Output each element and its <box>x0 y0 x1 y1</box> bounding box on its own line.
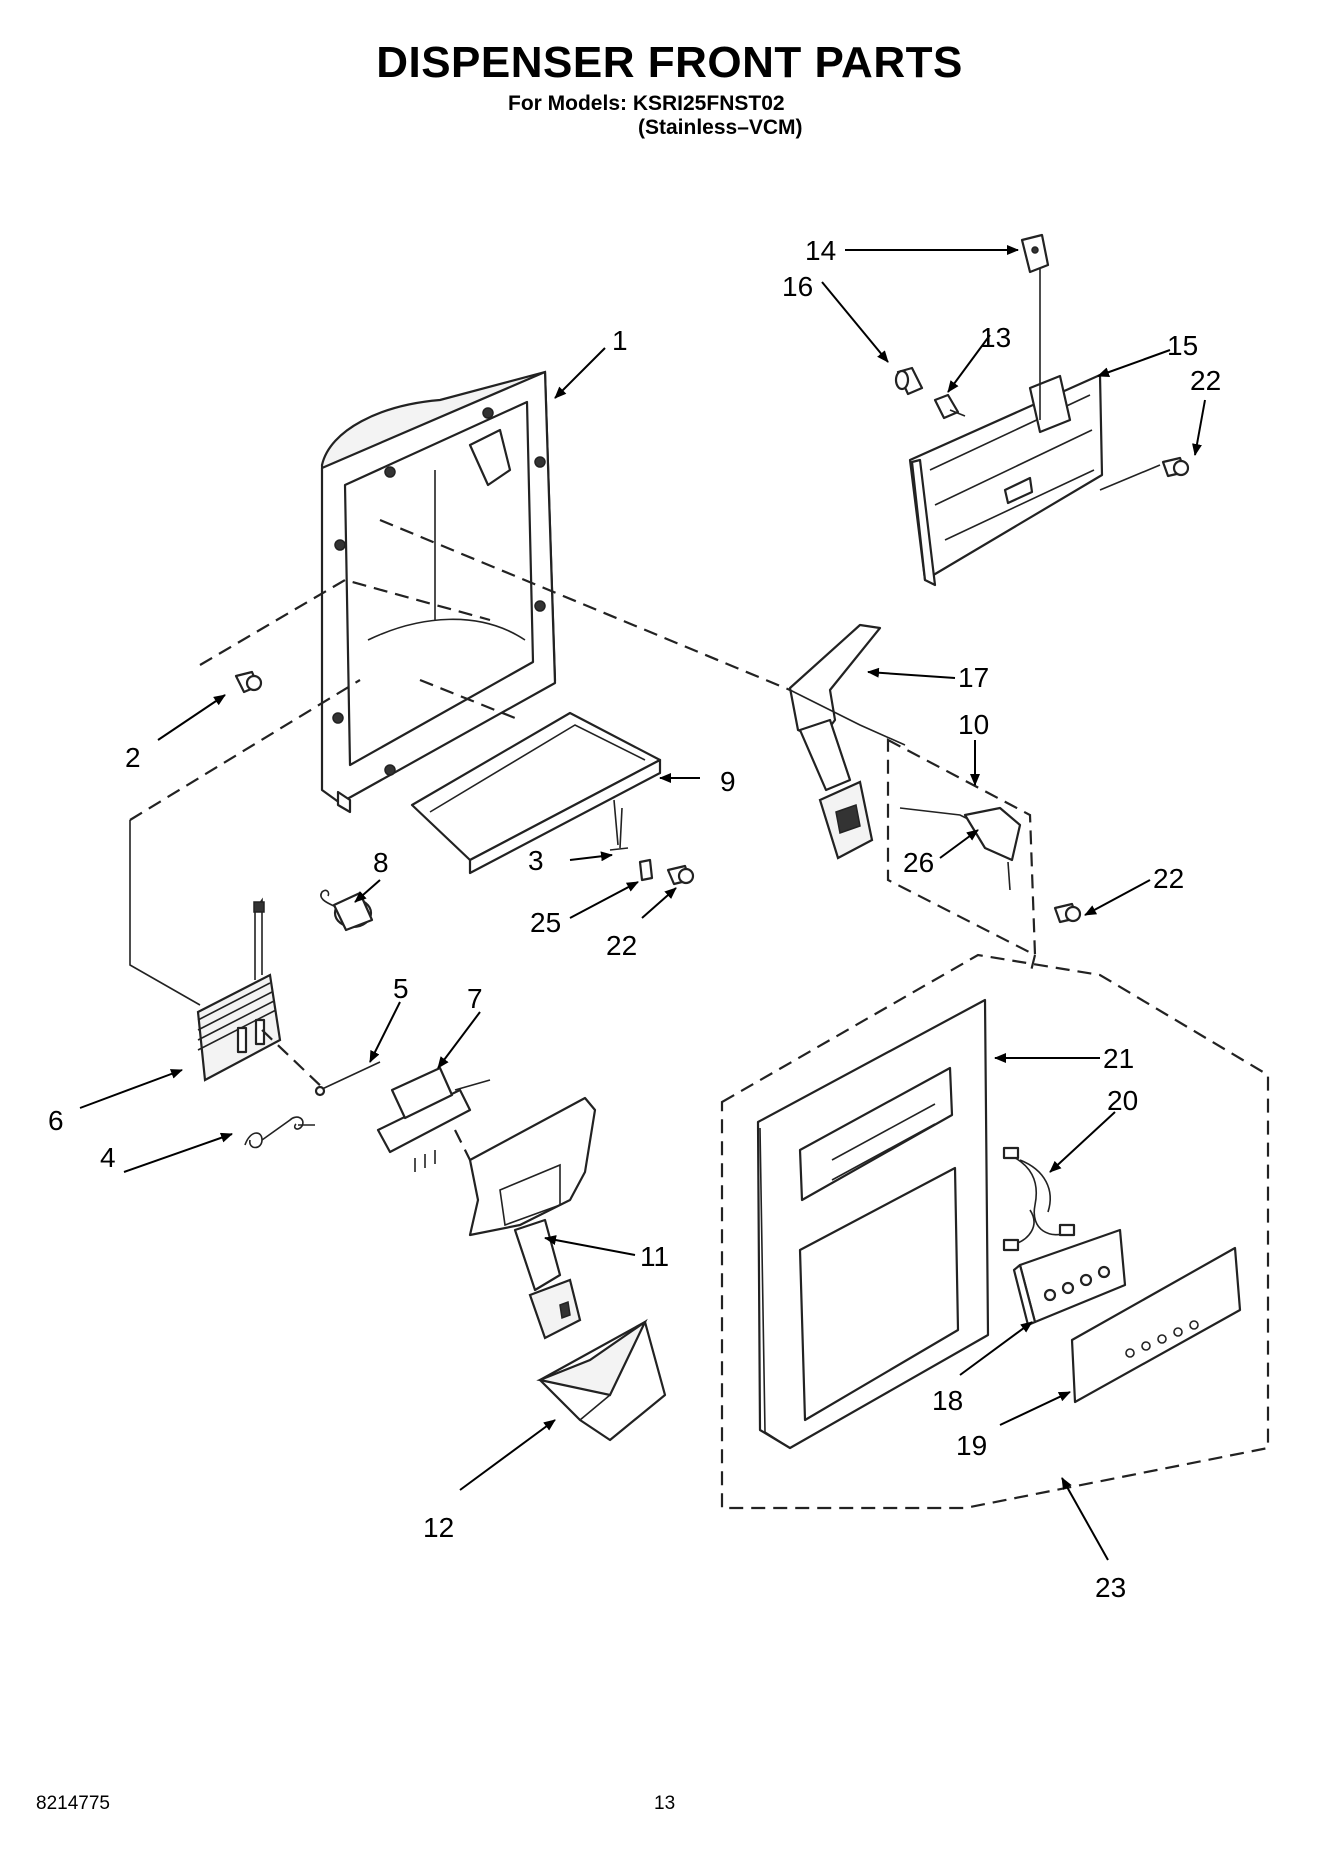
callout-15: 15 <box>1167 330 1198 361</box>
callout-22-upper: 22 <box>1190 365 1221 396</box>
callout-arrows <box>79 245 1206 1561</box>
part-21-front-panel <box>756 998 990 1450</box>
part-5-pin <box>314 1061 381 1097</box>
part-14-switch <box>1020 233 1050 274</box>
callout-10: 10 <box>958 709 989 740</box>
part-8-solenoid <box>320 889 374 932</box>
callout-2: 2 <box>125 742 141 773</box>
doc-number: 8214775 <box>36 1793 110 1814</box>
callout-3: 3 <box>528 845 544 876</box>
callout-13: 13 <box>980 322 1011 353</box>
part-11-ice-paddle <box>468 1096 597 1340</box>
variant-line: (Stainless–VCM) <box>638 116 803 139</box>
part-19-touch-overlay <box>1070 1246 1242 1404</box>
part-6-module <box>196 897 282 1082</box>
callout-17: 17 <box>958 662 989 693</box>
callout-12: 12 <box>423 1512 454 1543</box>
callout-23: 23 <box>1095 1572 1126 1603</box>
callout-26: 26 <box>903 847 934 878</box>
part-12-ice-funnel <box>536 1318 667 1442</box>
part-4-spring <box>244 1116 315 1149</box>
assembly-lines <box>129 518 1037 1161</box>
part-22-screw-lower <box>666 864 695 886</box>
callout-11: 11 <box>640 1241 669 1272</box>
callout-20: 20 <box>1107 1085 1138 1116</box>
part-15-motor-housing <box>908 260 1104 587</box>
part-13-socket <box>933 393 966 420</box>
part-20-wire-harness <box>1002 1146 1076 1252</box>
callout-8: 8 <box>373 847 389 878</box>
callout-16: 16 <box>782 271 813 302</box>
callout-6: 6 <box>48 1105 64 1136</box>
callout-9: 9 <box>720 766 736 797</box>
part-1-dispenser-housing <box>320 370 557 814</box>
part-3-clip <box>609 799 629 851</box>
part-2-screw <box>234 670 263 694</box>
part-17-water-paddle <box>788 623 882 860</box>
callout-25: 25 <box>530 907 561 938</box>
callout-21: 21 <box>1103 1043 1134 1074</box>
models-line: For Models: KSRI25FNST02 <box>508 92 785 115</box>
callout-14: 14 <box>805 235 836 266</box>
part-22-screw-right <box>1053 902 1082 924</box>
part-25-plate <box>638 858 654 882</box>
page-number: 13 <box>654 1793 676 1814</box>
callout-4: 4 <box>100 1142 116 1173</box>
callout-22-lower: 22 <box>606 930 637 961</box>
part-18-control-board <box>1012 1228 1127 1327</box>
callout-22-right: 22 <box>1153 863 1184 894</box>
callout-7: 7 <box>467 983 483 1014</box>
callout-19: 19 <box>956 1430 987 1461</box>
callout-labels: 1 2 3 4 5 6 7 8 9 10 11 12 13 14 15 16 1… <box>48 235 1221 1603</box>
callout-5: 5 <box>393 973 409 1004</box>
part-10-lever-assembly <box>886 738 1037 957</box>
page-title: DISPENSER FRONT PARTS <box>376 38 963 87</box>
part-22-screw-upper <box>1099 456 1190 491</box>
callout-1: 1 <box>612 325 628 356</box>
callout-18: 18 <box>932 1385 963 1416</box>
part-16-bulb <box>894 366 924 396</box>
part-23-assembly-outline <box>720 953 1270 1510</box>
part-7-actuator <box>376 1066 491 1172</box>
